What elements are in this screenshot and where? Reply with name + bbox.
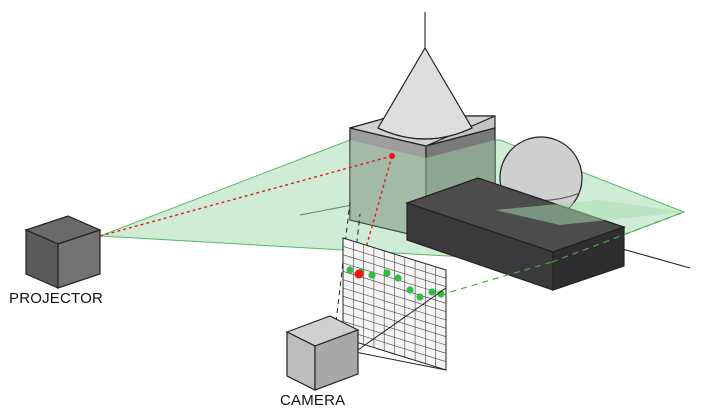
stripe-dot — [383, 269, 391, 277]
camera-frustum — [354, 287, 447, 371]
camera-hit-point — [354, 269, 364, 279]
stripe-dot — [346, 266, 354, 274]
stripe-dot — [406, 286, 414, 294]
image-grid — [342, 237, 447, 371]
camera-cube — [285, 315, 360, 391]
grid-line — [342, 254, 447, 287]
light-plane-front — [495, 200, 684, 225]
grid-line — [342, 312, 447, 346]
object-hit-point — [389, 153, 395, 159]
cone-object — [377, 46, 473, 140]
grid-line — [342, 321, 447, 354]
grid-line — [342, 304, 447, 337]
grid-line — [342, 329, 447, 362]
grid-line — [342, 287, 447, 321]
stripe-dot — [368, 271, 376, 279]
stripe-dashes — [439, 211, 685, 296]
stripe-dot — [416, 293, 424, 301]
rays — [99, 155, 393, 323]
stripe-dot — [428, 288, 436, 296]
grid-line — [342, 246, 447, 279]
grid-line — [342, 262, 447, 296]
stripe-dot — [394, 274, 402, 282]
camera-label: CAMERA — [280, 392, 346, 409]
grid-line — [342, 279, 447, 312]
projector-label: PROJECTOR — [9, 290, 104, 307]
projector-cube — [24, 215, 102, 289]
slab-object — [405, 177, 626, 291]
grid-line — [342, 296, 447, 329]
